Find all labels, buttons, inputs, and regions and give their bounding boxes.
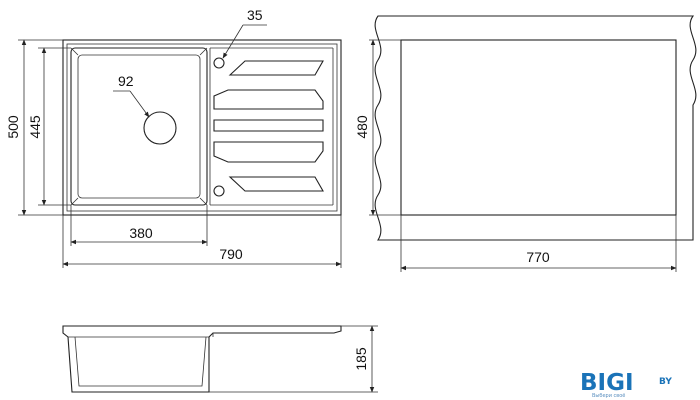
bowl-outer xyxy=(70,47,208,206)
bowl-inner xyxy=(77,54,201,199)
overflow-hole-top xyxy=(213,57,225,69)
dim-cutout-height: 480 xyxy=(354,39,401,216)
countertop-outline xyxy=(374,15,697,241)
top-view xyxy=(62,39,342,216)
dim-500-label: 500 xyxy=(5,115,21,139)
dim-35-label: 35 xyxy=(247,7,263,23)
dim-92-label: 92 xyxy=(118,73,134,89)
dim-drain: 92 xyxy=(113,73,150,118)
overflow-hole-bottom xyxy=(213,185,225,197)
dim-overall-width: 790 xyxy=(62,215,342,268)
logo-suffix: BY xyxy=(659,377,672,387)
dim-overflow: 35 xyxy=(222,7,267,59)
dim-depth: 185 xyxy=(209,325,378,393)
cutout-view xyxy=(374,15,697,241)
dim-overall-height: 500 xyxy=(5,39,63,216)
cutout-rect xyxy=(400,39,677,216)
logo-tagline: Выбери своё xyxy=(592,393,625,399)
bigi-logo: BIGI BY Выбери своё xyxy=(580,370,672,399)
dim-185-label: 185 xyxy=(353,347,369,371)
dim-790-label: 790 xyxy=(219,246,243,262)
dim-445-label: 445 xyxy=(27,115,43,139)
logo-main: BIGI xyxy=(580,370,634,396)
dim-bowl-height: 445 xyxy=(27,47,71,206)
sink-outline-inner xyxy=(66,43,338,212)
dim-bowl-width: 380 xyxy=(70,205,208,246)
dim-cutout-width: 770 xyxy=(400,215,677,272)
drainboard-grooves xyxy=(213,60,324,192)
dim-770-label: 770 xyxy=(526,249,550,265)
drain-hole xyxy=(143,111,177,145)
side-view xyxy=(62,325,342,393)
dim-480-label: 480 xyxy=(354,115,370,139)
sink-outline xyxy=(62,39,342,216)
dim-380-label: 380 xyxy=(129,225,153,241)
